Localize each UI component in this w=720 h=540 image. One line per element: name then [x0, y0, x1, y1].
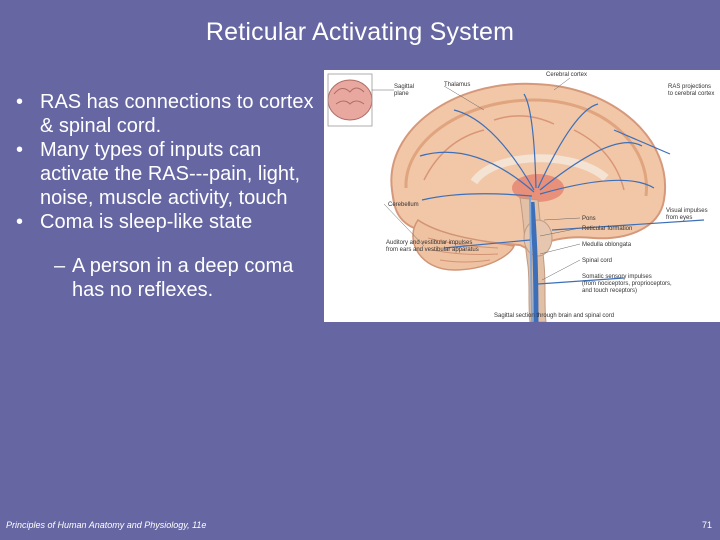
bullet-dot-icon: • [16, 139, 24, 161]
label-cerebellum: Cerebellum [388, 202, 419, 208]
bullet-item: • Coma is sleep-like state [14, 210, 324, 234]
label-auditory-impulses: Auditory and vestibular impulses from ea… [386, 240, 479, 253]
label-visual-impulses: Visual impulses from eyes [666, 208, 708, 221]
bullet-dot-icon: • [16, 91, 24, 113]
label-medulla: Medulla oblongata [582, 242, 632, 248]
footer-citation: Principles of Human Anatomy and Physiolo… [6, 520, 207, 530]
brain-illustration [327, 73, 705, 322]
label-reticular-formation: Reticular formation [582, 226, 633, 232]
label-sagittal-plane: Sagittal plane [394, 84, 415, 97]
slide-title: Reticular Activating System [205, 18, 515, 46]
sub-bullet-text: A person in a deep coma has no reflexes. [72, 255, 294, 301]
bullet-text: RAS has connections to cortex & spinal c… [40, 91, 314, 137]
label-somatic-impulses: Somatic sensory impulses (from nocicepto… [582, 274, 672, 294]
figure-caption: Sagittal section through brain and spina… [494, 313, 615, 319]
bullet-text: Many types of inputs can activate the RA… [40, 139, 301, 209]
bullet-list: • RAS has connections to cortex & spinal… [14, 90, 324, 322]
brain-diagram: Sagittal plane Thalamus Cerebral cortex … [324, 70, 720, 322]
bullet-dot-icon: • [16, 211, 24, 233]
bullet-item: • RAS has connections to cortex & spinal… [14, 90, 324, 138]
label-ras-projections: RAS projections to cerebral cortex [668, 84, 715, 97]
sagittal-plane-inset [327, 73, 394, 127]
brain-sagittal-section [390, 82, 667, 322]
label-thalamus: Thalamus [444, 82, 471, 88]
label-cerebral-cortex: Cerebral cortex [546, 72, 588, 78]
label-pons: Pons [582, 216, 596, 222]
leader-lines [383, 77, 581, 281]
bullet-text: Coma is sleep-like state [40, 211, 253, 233]
dash-icon: – [54, 255, 66, 277]
sub-bullet-item: – A person in a deep coma has no reflexe… [14, 254, 324, 302]
page-number: 71 [701, 520, 712, 530]
label-spinal-cord: Spinal cord [582, 258, 613, 264]
bullet-item: • Many types of inputs can activate the … [14, 138, 324, 210]
